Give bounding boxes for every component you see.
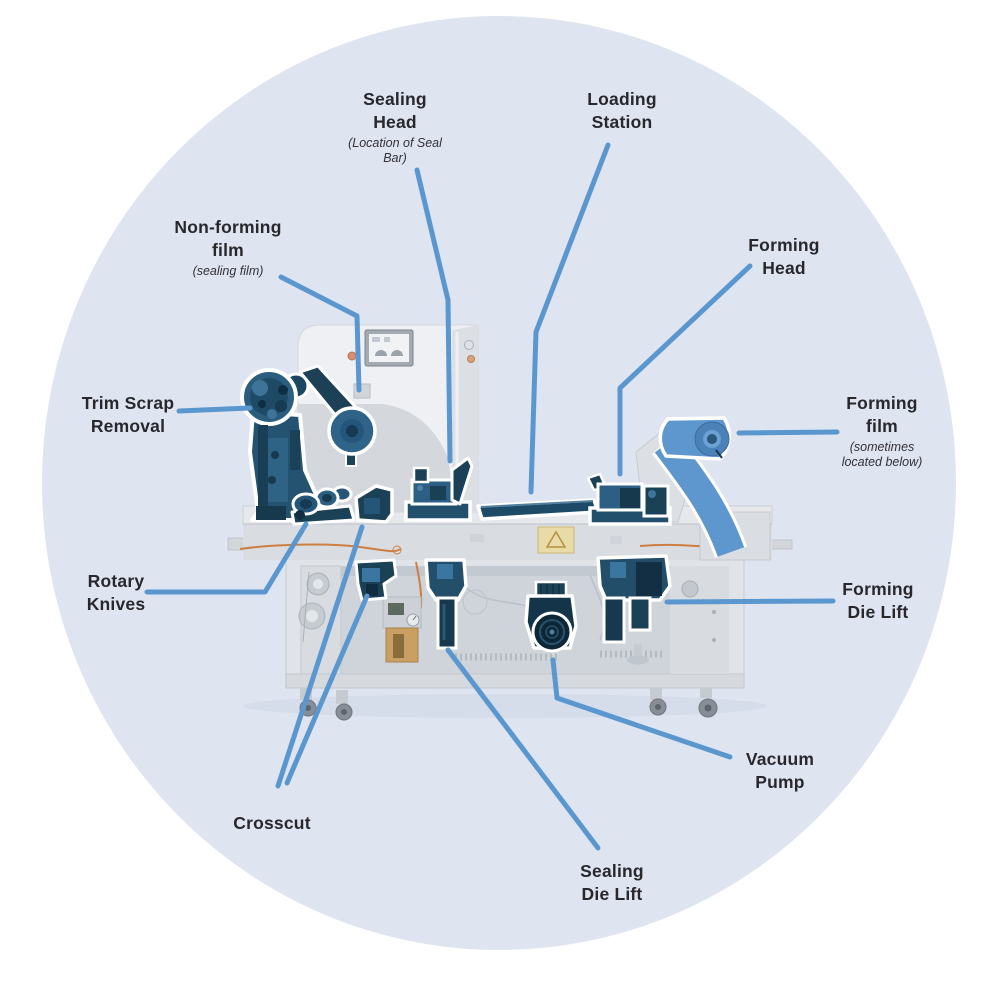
label-title: Forming Die Lift — [842, 579, 914, 622]
leader-lines — [144, 142, 840, 851]
sealing-head-part — [404, 456, 474, 522]
leader-loading-station — [528, 142, 611, 495]
label-trim-scrap-removal: Trim Scrap Removal — [76, 392, 180, 438]
leader-trim-scrap-removal — [176, 405, 253, 414]
label-loading-station: Loading Station — [567, 88, 677, 134]
leader-vacuum-pump — [550, 657, 733, 760]
leader-sealing-head — [414, 167, 453, 464]
label-rotary-knives: Rotary Knives — [81, 570, 151, 616]
label-title: Rotary Knives — [86, 571, 146, 614]
label-forming-head: Forming Head — [739, 234, 829, 280]
knob — [347, 351, 357, 361]
label-forming-die-lift: Forming Die Lift — [837, 578, 919, 624]
crosscut-upper-part — [354, 484, 394, 524]
lubricator-unit — [382, 596, 422, 663]
crosscut-lower-part — [354, 558, 398, 602]
leader-crosscut-upper — [275, 524, 365, 789]
forming-die-lift-part — [596, 554, 672, 644]
label-non-forming-film: Non-forming film (sealing film) — [169, 216, 287, 279]
label-title: Sealing Die Lift — [580, 861, 644, 904]
leader-sealing-die-lift — [445, 647, 601, 851]
label-vacuum-pump: Vacuum Pump — [739, 748, 821, 794]
leader-forming-die-lift — [664, 598, 836, 605]
label-subtitle: (Location of Seal Bar) — [348, 135, 442, 166]
trim-scrap-removal-part — [240, 368, 332, 522]
label-title: Trim Scrap Removal — [81, 393, 175, 436]
label-sealing-die-lift: Sealing Die Lift — [571, 860, 653, 906]
label-title: Loading Station — [587, 89, 657, 132]
forming-head-part — [586, 472, 672, 526]
label-title: Forming film — [846, 393, 918, 436]
leader-forming-head — [617, 263, 753, 477]
rotary-knives-part — [290, 485, 356, 526]
leader-non-forming-film — [278, 274, 362, 393]
knob — [467, 355, 475, 363]
label-title: Vacuum Pump — [745, 749, 815, 792]
leader-rotary-knives — [144, 521, 309, 595]
label-title: Sealing Head — [363, 89, 427, 132]
non-forming-film-roller — [298, 364, 377, 467]
knob — [464, 340, 474, 350]
leader-crosscut-lower — [284, 593, 370, 786]
label-title: Forming Head — [748, 235, 820, 278]
control-panel — [347, 329, 475, 367]
label-subtitle: (sealing film) — [192, 263, 264, 278]
vacuum-pump-part — [524, 580, 578, 653]
leader-forming-film — [736, 429, 840, 436]
sealing-die-lift-part — [424, 558, 468, 650]
forming-film-roll — [652, 416, 748, 558]
label-title: Non-forming film — [174, 217, 282, 260]
background-circle — [42, 16, 956, 950]
label-sealing-head: Sealing Head (Location of Seal Bar) — [340, 88, 450, 167]
label-forming-film: Forming film (sometimes located below) — [837, 392, 927, 471]
label-subtitle: (sometimes located below) — [841, 439, 923, 470]
label-crosscut: Crosscut — [212, 812, 332, 835]
label-title: Crosscut — [233, 813, 311, 833]
